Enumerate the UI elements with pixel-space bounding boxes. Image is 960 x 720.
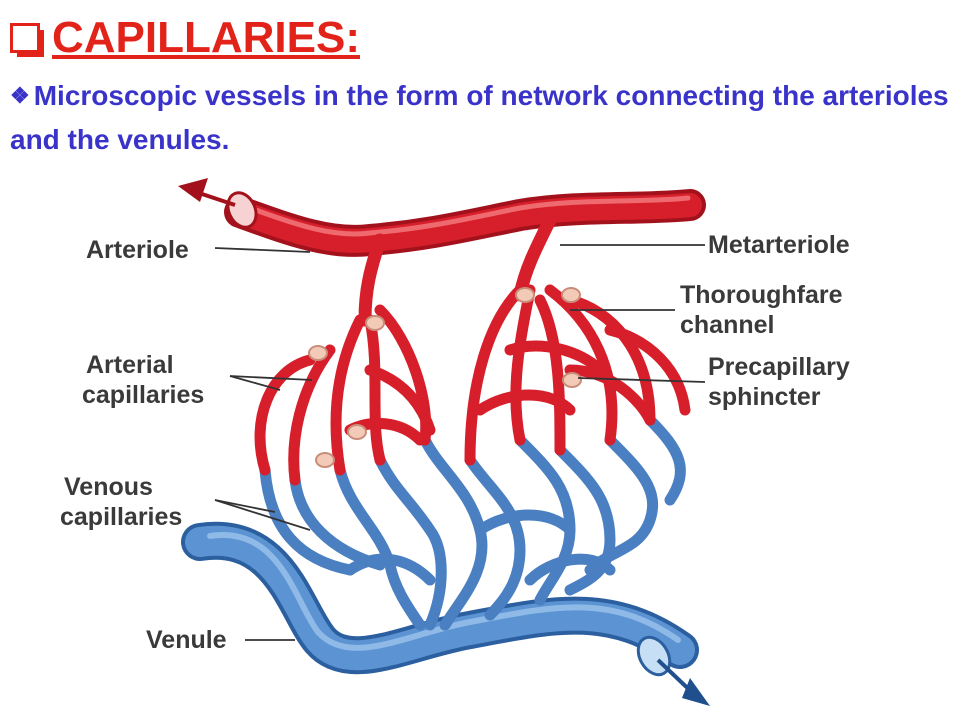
venous-capillaries	[259, 414, 686, 631]
definition-text: Microscopic vessels in the form of netwo…	[10, 80, 949, 155]
arteriole-vessel	[178, 178, 706, 327]
label-metarteriole: Metarteriole	[708, 231, 850, 259]
venule-vessel	[181, 521, 710, 706]
label-thoroughfare-line1: Thoroughfare	[680, 281, 843, 309]
diamond-bullet-icon: ❖	[10, 83, 30, 108]
checkbox-square-icon	[10, 23, 44, 57]
label-arterial-line1: Arterial	[86, 351, 174, 379]
label-venous-line2: capillaries	[60, 503, 182, 531]
slide-title: CAPILLARIES:	[10, 8, 360, 68]
label-venous-line1: Venous	[64, 473, 153, 501]
label-thoroughfare-line2: channel	[680, 311, 774, 339]
leader-lines	[214, 244, 706, 641]
label-precapillary-line1: Precapillary	[708, 353, 850, 381]
arterial-capillaries	[254, 284, 691, 486]
definition-bullet: ❖Microscopic vessels in the form of netw…	[10, 74, 950, 162]
precapillary-sphincters	[308, 287, 582, 468]
label-arteriole: Arteriole	[86, 236, 189, 264]
label-precapillary-line2: sphincter	[708, 383, 821, 411]
label-venule: Venule	[146, 626, 227, 654]
title-text: CAPILLARIES:	[52, 13, 360, 62]
capillary-network-diagram: Arteriole Metarteriole Thoroughfare chan…	[60, 178, 850, 706]
label-arterial-line2: capillaries	[82, 381, 204, 409]
